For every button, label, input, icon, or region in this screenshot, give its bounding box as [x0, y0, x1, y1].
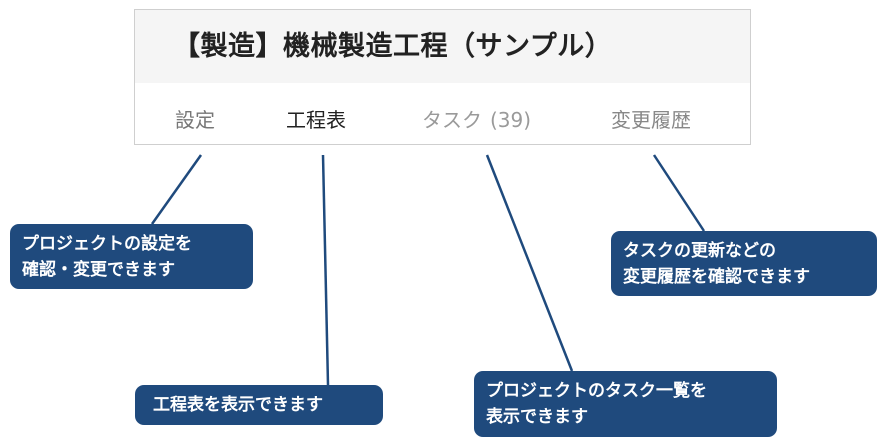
callout-settings: プロジェクトの設定を 確認・変更できます: [10, 224, 253, 289]
callout-schedule: 工程表を表示できます: [135, 385, 383, 425]
callout-settings-line-1: プロジェクトの設定を: [22, 234, 192, 254]
callout-tasks-line-1: プロジェクトのタスク一覧を: [486, 381, 707, 401]
connector-schedule: [321, 154, 330, 386]
tab-tasks[interactable]: タスク (39): [422, 104, 531, 133]
title-bar: 【製造】機械製造工程（サンプル）: [135, 10, 750, 83]
connector-history: [652, 154, 706, 232]
callout-tasks-line-2: 表示できます: [486, 407, 588, 427]
callout-settings-line-2: 確認・変更できます: [22, 260, 175, 280]
callout-history-line-2: 変更履歴を確認できます: [623, 267, 810, 287]
tab-schedule[interactable]: 工程表: [286, 108, 346, 132]
callout-tasks: プロジェクトのタスク一覧を 表示できます: [474, 371, 777, 437]
connector-tasks: [485, 154, 574, 372]
callout-schedule-line-1: 工程表を表示できます: [153, 395, 323, 415]
tab-tasks-count: (39): [490, 108, 532, 132]
connector-settings: [150, 154, 203, 225]
tab-history[interactable]: 変更履歴: [611, 108, 691, 132]
tab-tasks-label: タスク: [422, 108, 482, 132]
project-header-panel: 【製造】機械製造工程（サンプル） 設定 工程表 タスク (39) 変更履歴: [134, 9, 751, 145]
callout-history-line-1: タスクの更新などの: [623, 241, 776, 261]
tab-settings[interactable]: 設定: [175, 108, 215, 132]
project-title: 【製造】機械製造工程（サンプル）: [173, 31, 613, 62]
callout-history: タスクの更新などの 変更履歴を確認できます: [611, 231, 877, 296]
